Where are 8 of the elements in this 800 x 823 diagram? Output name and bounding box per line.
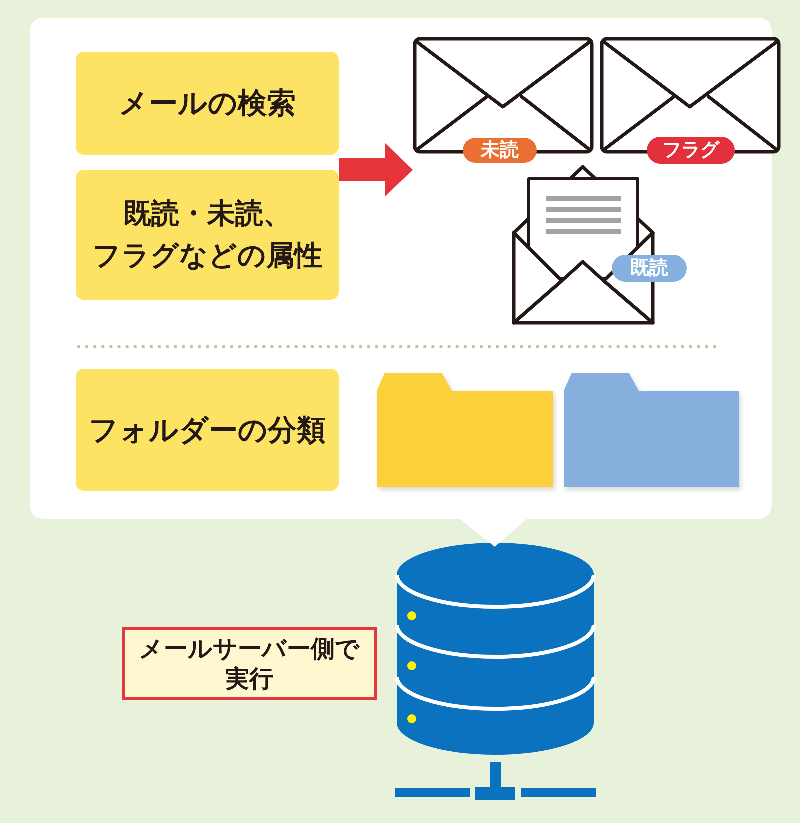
- feature-box: フォルダーの分類: [76, 369, 339, 491]
- status-pill: フラグ: [647, 137, 735, 164]
- note-box: メールサーバー側で実行: [122, 627, 377, 700]
- status-pill: 未読: [463, 138, 537, 163]
- status-pill: 既読: [612, 255, 687, 282]
- feature-box: 既読・未読、フラグなどの属性: [76, 170, 339, 300]
- arrow: [339, 143, 413, 197]
- feature-box: メールの検索: [76, 52, 339, 155]
